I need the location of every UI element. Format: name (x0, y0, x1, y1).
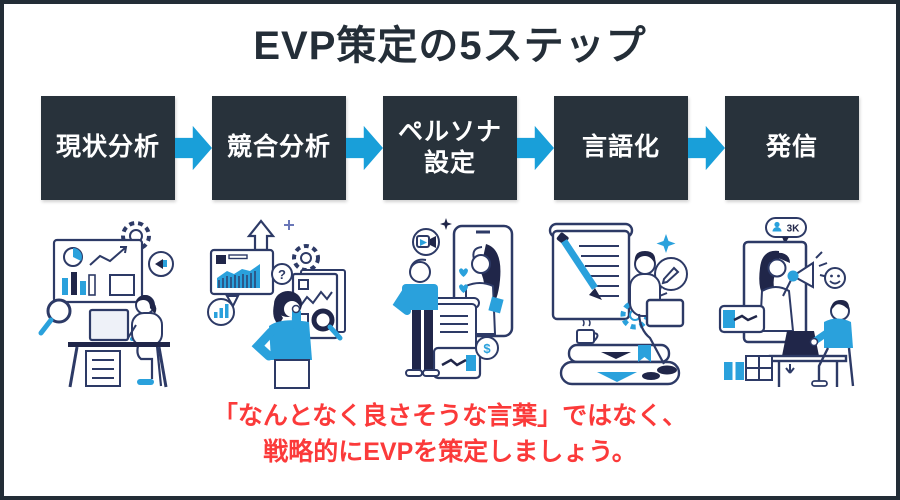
step-box-verbalization: 言語化 (554, 96, 688, 200)
step-label: 発信 (765, 133, 818, 162)
broadcasting-from-screen-illustration: 3K (718, 217, 855, 387)
process-steps-row: 現状分析 競合分析 ペルソナ 設定 言語化 発信 (4, 96, 896, 200)
footer-line-2: 戦略的にEVPを策定しましょう。 (263, 438, 637, 466)
right-arrow-icon (688, 125, 725, 171)
footer-message: 「なんとなく良さそうな言葉」ではなく、 戦略的にEVPを策定しましょう。 (4, 398, 896, 470)
illustration-current-analysis (38, 214, 175, 392)
illustrations-row: ? (4, 214, 896, 392)
illustration-verbalization (548, 214, 688, 392)
step-label: ペルソナ 設定 (397, 117, 502, 177)
page-title: EVP策定の5ステップ (253, 24, 647, 68)
writing-on-books-illustration (548, 222, 688, 386)
followers-count-badge: 3K (787, 224, 801, 235)
dollar-icon: $ (483, 341, 491, 356)
step-box-persona-setting: ペルソナ 設定 (383, 96, 517, 200)
step-label: 現状分析 (55, 133, 160, 162)
illustration-persona-setting: $ (383, 214, 517, 392)
person-at-desk-analytics-illustration (38, 221, 174, 388)
right-arrow-icon (175, 125, 212, 171)
right-arrow-icon (517, 125, 554, 171)
right-arrow-icon (346, 125, 383, 171)
thinking-woman-charts-illustration: ? (207, 219, 346, 389)
illustration-publishing: 3K (718, 214, 859, 392)
question-mark-icon: ? (278, 267, 286, 282)
step-box-current-analysis: 現状分析 (41, 96, 175, 200)
step-label: 言語化 (581, 133, 660, 162)
step-label: 競合分析 (226, 133, 331, 162)
man-viewing-persona-phone-illustration: $ (392, 218, 514, 380)
step-box-competitor-analysis: 競合分析 (212, 96, 346, 200)
illustration-competitor-analysis: ? (207, 214, 346, 392)
step-box-publishing: 発信 (725, 96, 859, 200)
footer-line-1: 「なんとなく良さそうな言葉」ではなく、 (212, 402, 688, 430)
